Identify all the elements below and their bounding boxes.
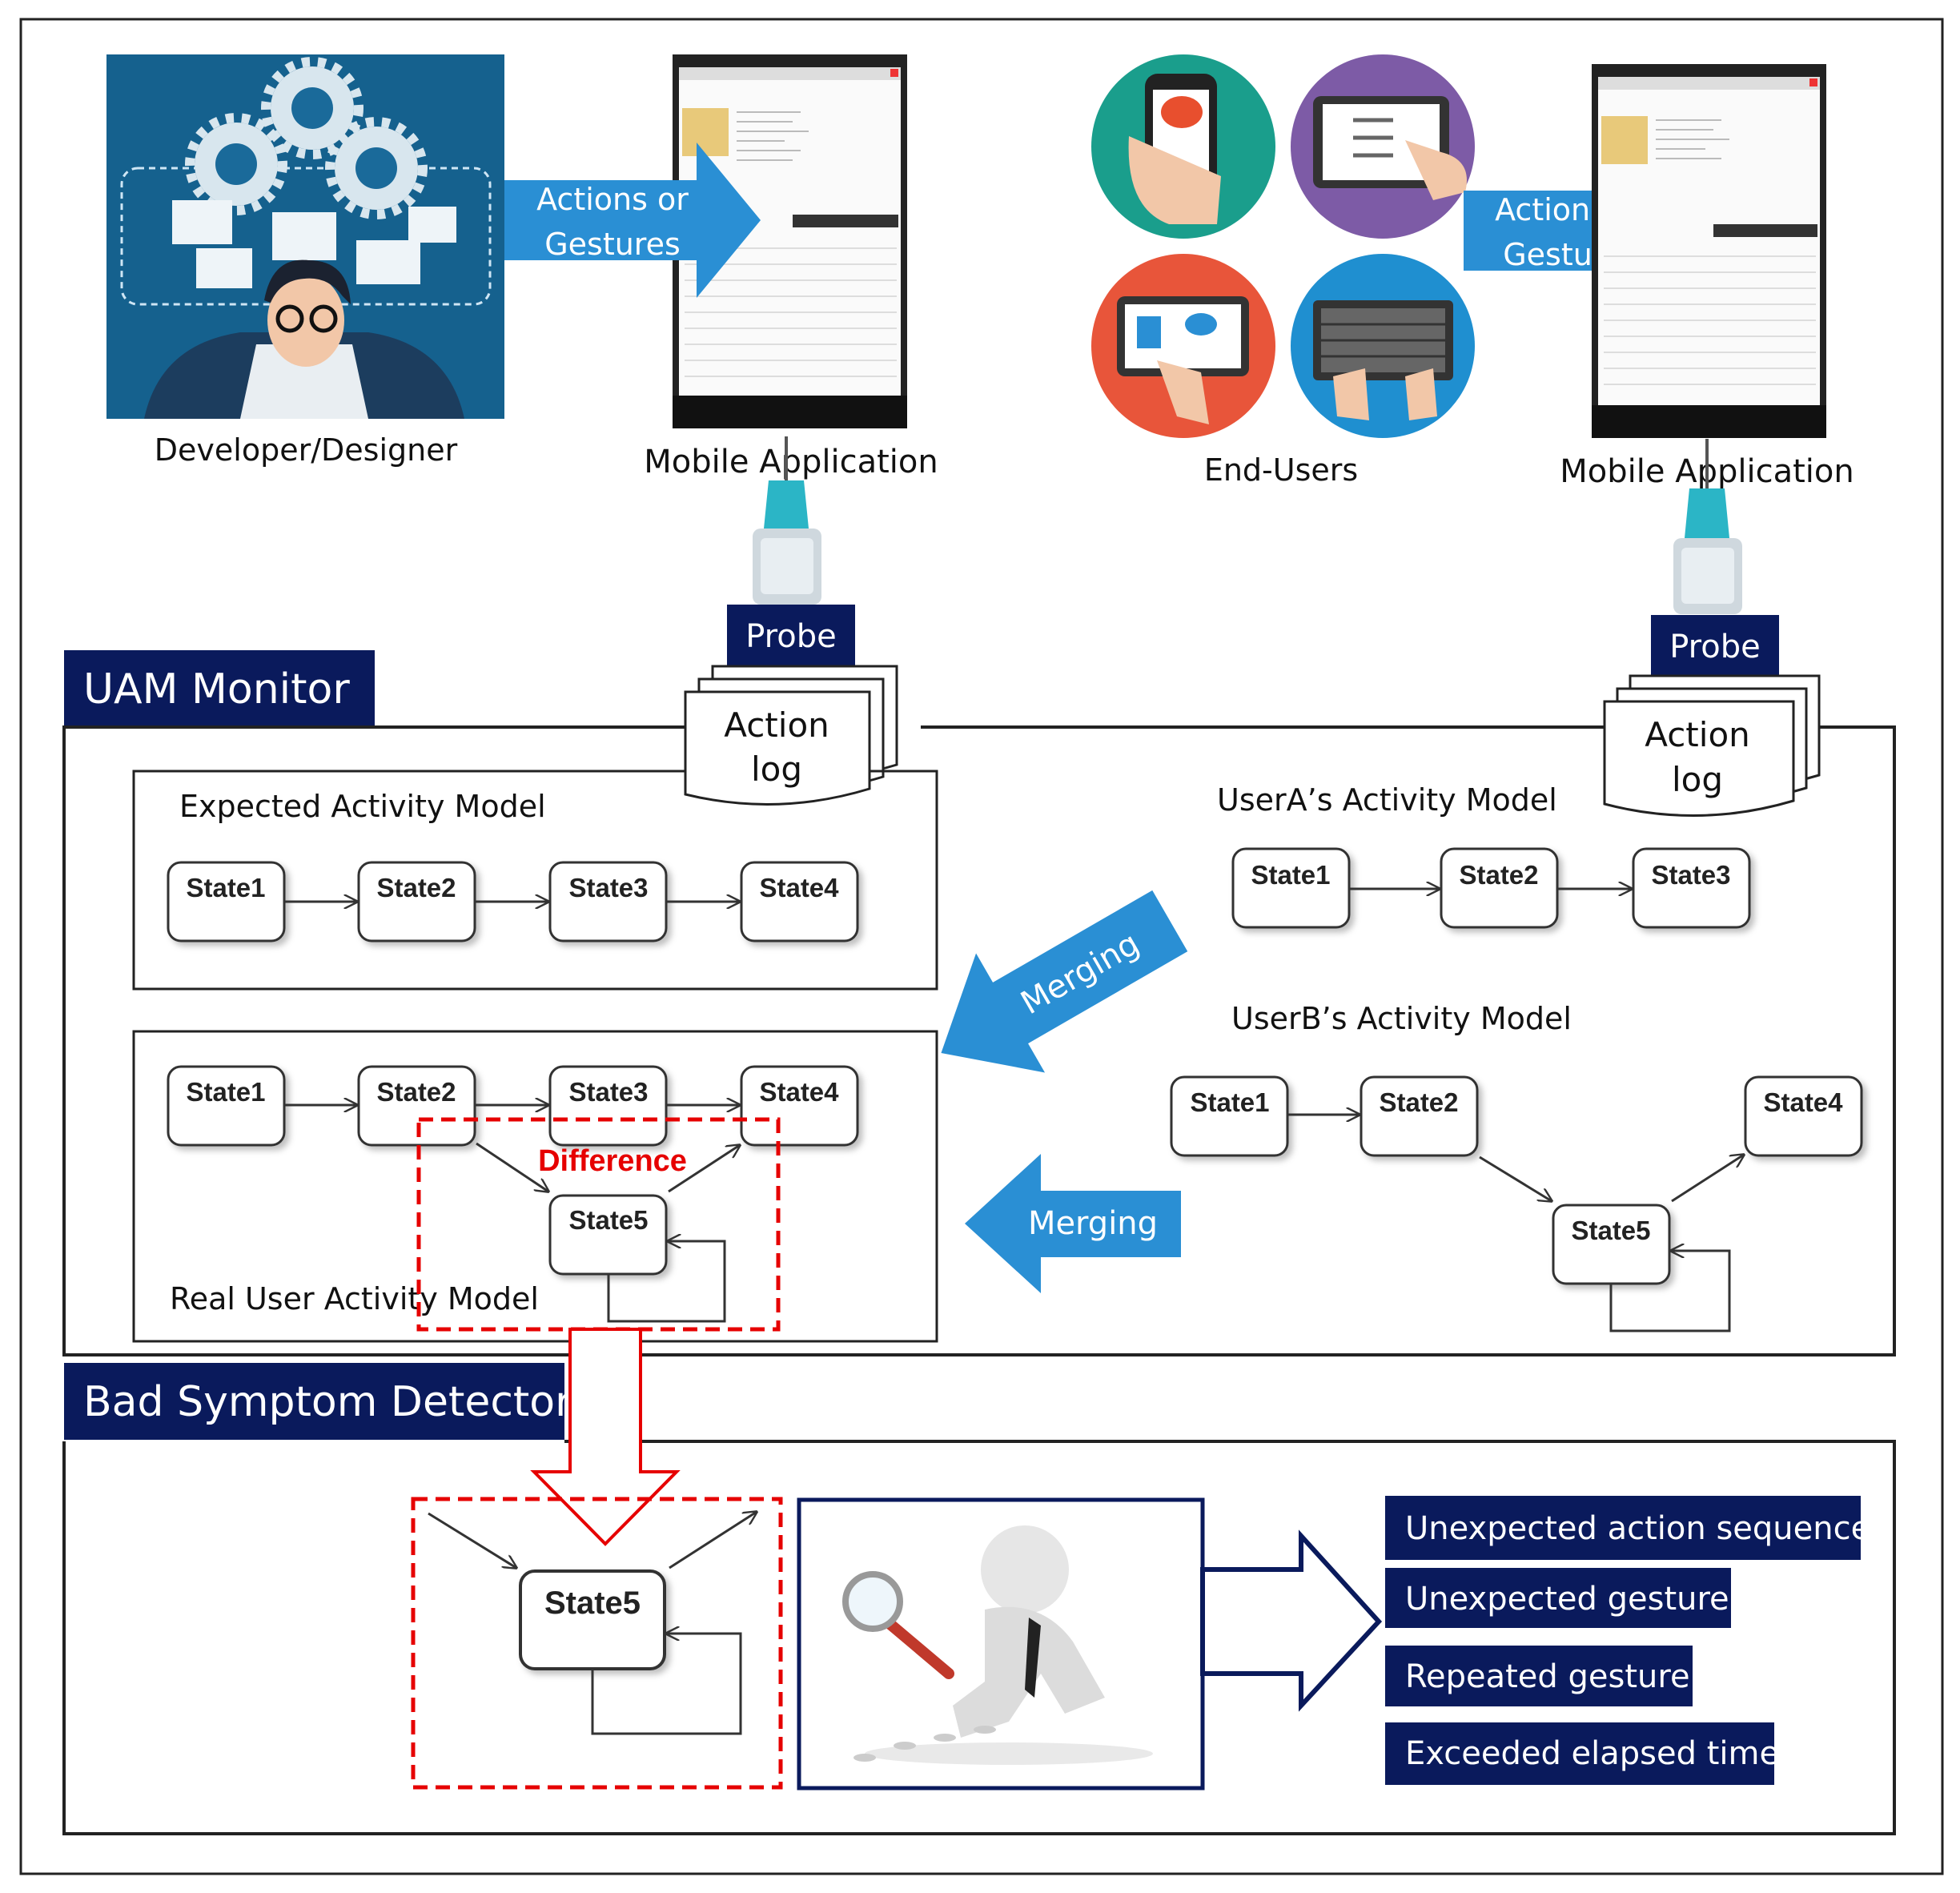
symptom-box-1 xyxy=(1385,1496,1861,1560)
expected-state1-label: State1 xyxy=(186,873,265,902)
merging-label-bottom: Merging xyxy=(1028,1205,1158,1242)
uam-monitor-title: UAM Monitor xyxy=(83,665,350,713)
real-edge-2-5 xyxy=(476,1142,548,1192)
expected-state4-box xyxy=(740,861,859,942)
actions-label-left-line2: Gestures xyxy=(544,227,681,262)
symptom-label-3: Repeated gesture xyxy=(1405,1658,1690,1695)
usera-model-title: UserA’s Activity Model xyxy=(1217,782,1557,818)
probe-label-left: Probe xyxy=(745,618,836,655)
expected-state3-label: State3 xyxy=(568,873,648,902)
action-log-right-line2: log xyxy=(1672,760,1723,799)
detector-edge-out xyxy=(669,1512,757,1569)
probe-label-right: Probe xyxy=(1669,629,1760,665)
real-state3-label: State3 xyxy=(568,1077,648,1107)
real-edge-5-4 xyxy=(668,1145,740,1193)
magnifier-icon xyxy=(842,1571,903,1632)
action-log-left-line2: log xyxy=(751,750,802,789)
real-state5-label: State5 xyxy=(568,1205,648,1235)
symptom-box-2 xyxy=(1385,1568,1731,1628)
detector-title-bar xyxy=(64,1363,564,1440)
userb-state1-label: State1 xyxy=(1190,1087,1269,1117)
mobile-device-right xyxy=(1592,64,1826,438)
action-log-left-line1: Action xyxy=(724,705,829,745)
real-state1-label: State1 xyxy=(186,1077,265,1107)
developer-label: Developer/Designer xyxy=(155,432,458,468)
real-model-title: Real User Activity Model xyxy=(170,1281,539,1316)
merging-arrow-top: Merging xyxy=(941,890,1188,1073)
expected-model-title: Expected Activity Model xyxy=(179,789,546,824)
detector-frame xyxy=(62,1440,1896,1835)
usera-states xyxy=(1231,847,1751,929)
action-log-right-line1: Action xyxy=(1645,715,1750,754)
expected-state4-label: State4 xyxy=(759,873,839,902)
symptom-label-2: Unexpected gesture xyxy=(1405,1581,1729,1618)
userb-state5-label: State5 xyxy=(1571,1216,1650,1245)
symptom-label-4: Exceeded elapsed time xyxy=(1405,1735,1779,1772)
actions-label-left-line1: Actions or xyxy=(536,182,689,217)
real-edge-5-self xyxy=(607,1241,726,1323)
developer-illustration xyxy=(106,54,504,419)
probe-syringe-right xyxy=(1673,439,1742,614)
expected-state2-label: State2 xyxy=(376,873,456,902)
userb-edge-5-4 xyxy=(1671,1155,1744,1203)
real-state4-label: State4 xyxy=(759,1077,839,1107)
mobile-device-left xyxy=(673,54,907,428)
userb-state2-box xyxy=(1360,1075,1479,1157)
outer-frame xyxy=(19,18,1944,1875)
usera-state3-label: State3 xyxy=(1651,860,1730,890)
userb-state1-box xyxy=(1170,1075,1289,1157)
userb-state2-label: State2 xyxy=(1379,1087,1458,1117)
symptom-box-3 xyxy=(1385,1646,1693,1706)
detective-figure xyxy=(842,1525,1153,1765)
userb-model-title: UserB’s Activity Model xyxy=(1231,1001,1572,1036)
usera-state1-label: State1 xyxy=(1251,860,1330,890)
action-log-left: Action log xyxy=(684,665,898,806)
red-down-arrow xyxy=(530,1328,681,1546)
userb-state4-label: State4 xyxy=(1763,1087,1843,1117)
actions-arrow-left: Actions or Gestures xyxy=(504,143,761,298)
symptom-label-1: Unexpected action sequence xyxy=(1405,1510,1870,1547)
usera-state3-box xyxy=(1632,847,1751,929)
merging-arrow-bottom: Merging xyxy=(965,1154,1181,1293)
userb-edge-5-self xyxy=(1609,1251,1731,1332)
userb-state4-box xyxy=(1744,1075,1863,1157)
detector-difference-highlight xyxy=(411,1497,783,1790)
expected-states xyxy=(167,861,859,942)
probe-box-right xyxy=(1651,615,1779,676)
action-log-right: Action log xyxy=(1603,674,1821,817)
userb-edge-2-5 xyxy=(1479,1155,1552,1201)
detector-edge-in xyxy=(428,1512,516,1568)
detector-state5-label: State5 xyxy=(544,1586,641,1621)
magnifier-handle xyxy=(882,1616,954,1679)
probe-syringe-left xyxy=(753,436,821,605)
real-state4-box xyxy=(740,1065,859,1147)
real-state2-label: State2 xyxy=(376,1077,456,1107)
usera-state2-label: State2 xyxy=(1459,860,1538,890)
real-states xyxy=(167,1065,859,1276)
expected-model-box xyxy=(132,770,938,991)
userb-states xyxy=(1170,1075,1863,1285)
mobile-app-label-left: Mobile Application xyxy=(644,444,938,480)
symptom-box-4 xyxy=(1385,1722,1774,1785)
detector-edge-self xyxy=(591,1634,742,1735)
end-users-label: End-Users xyxy=(1204,452,1358,488)
detector-title: Bad Symptom Detector xyxy=(83,1378,572,1426)
symptom-arrow xyxy=(1200,1529,1383,1712)
real-model-box xyxy=(132,1030,938,1343)
difference-label: Difference xyxy=(538,1144,687,1178)
probe-box-left xyxy=(727,605,855,665)
end-users-illustration xyxy=(1091,54,1475,438)
uam-monitor-title-bar xyxy=(64,650,375,727)
